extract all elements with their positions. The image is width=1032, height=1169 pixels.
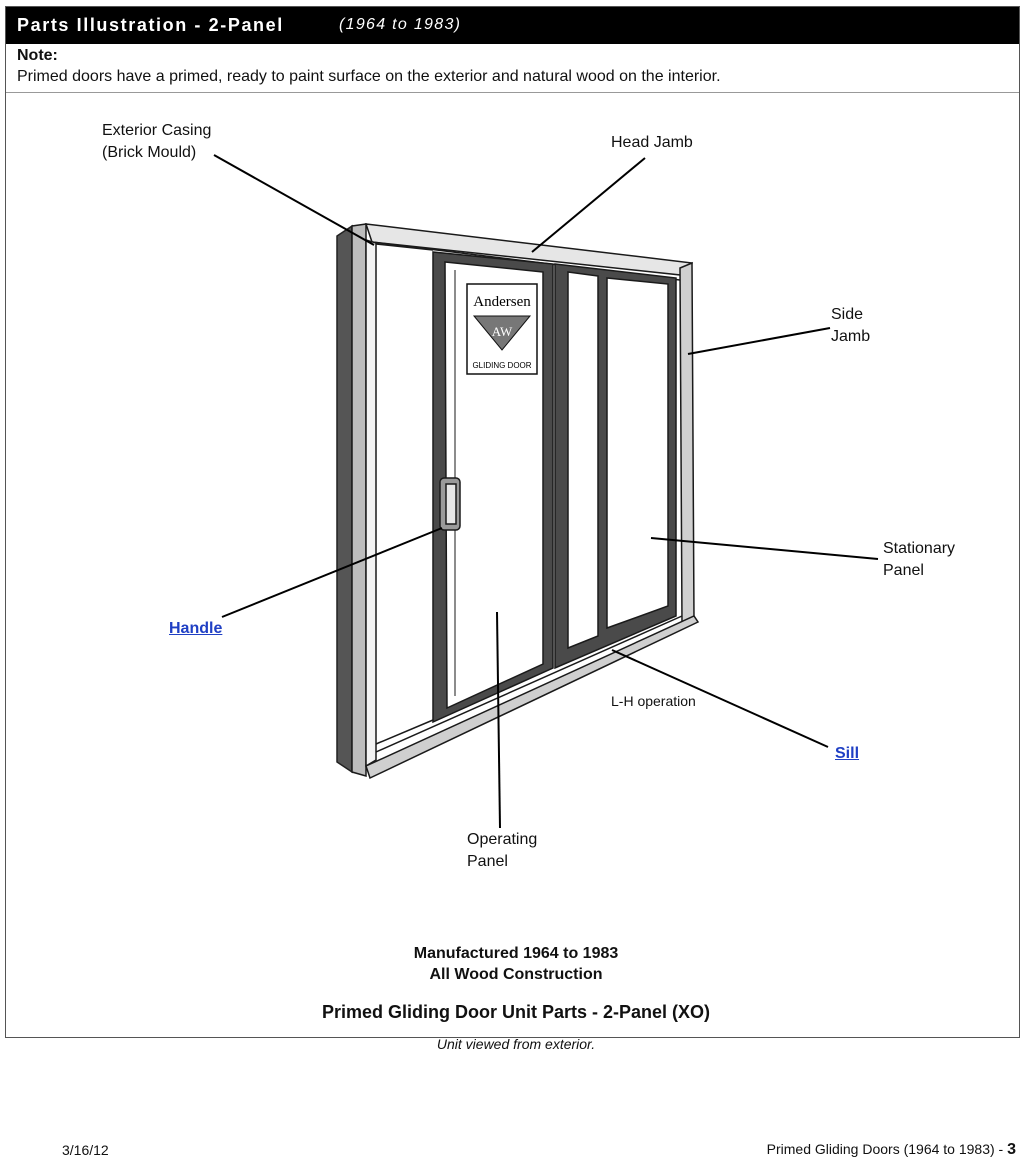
leader-handle [221,527,443,618]
label-operating-panel: Operating Panel [467,831,538,870]
page-title-years: (1964 to 1983) [339,16,462,33]
sill-link[interactable]: Sill [835,745,860,762]
side-jamb-shape [679,261,695,626]
sill-shape [365,615,700,780]
footer-doc-info: Primed Gliding Doors (1964 to 1983) - 3 [767,1141,1016,1159]
note-divider [6,92,1019,93]
casing-left-edge [336,224,353,774]
leader-exterior-casing [213,154,375,246]
caption-manufactured: Manufactured 1964 to 1983 [413,945,619,962]
leader-head-jamb [531,157,646,253]
casing-left-face [351,223,367,777]
footer-doc-title: Primed Gliding Doors (1964 to 1983) - [766,1141,1008,1157]
caption-title: Primed Gliding Door Unit Parts - 2-Panel… [321,1002,711,1022]
note-label: Note: [17,47,58,64]
footer-page-number: 3 [1007,1141,1016,1158]
handle-link[interactable]: Handle [169,620,223,637]
footer-date: 3/16/12 [62,1142,109,1158]
note-text: Primed doors have a primed, ready to pai… [17,68,721,85]
label-side-jamb: Side Jamb [831,306,871,345]
label-head-jamb: Head Jamb [611,134,693,151]
title-bar: Parts Illustration - 2-Panel (1964 to 19… [6,7,1019,44]
label-stationary-panel: Stationary Panel [883,540,956,579]
stationary-panel-glass [606,277,669,630]
andersen-badge: Andersen AW GLIDING DOOR [466,283,538,375]
leader-sill [611,649,829,748]
leader-stationary-panel [650,537,879,560]
left-jamb-shape [365,238,377,768]
badge-mark: AW [492,324,513,339]
leader-operating-panel [496,611,501,829]
page-frame [5,6,1020,1038]
leader-side-jamb [687,327,831,355]
caption-viewed: Unit viewed from exterior. [436,1036,596,1052]
badge-brand: Andersen [473,294,531,310]
caption-construction: All Wood Construction [429,966,603,983]
label-exterior-casing: Exterior Casing (Brick Mould) [102,122,212,161]
page-title: Parts Illustration - 2-Panel [17,15,284,35]
badge-product: GLIDING DOOR [472,361,531,370]
label-operation: L-H operation [611,693,696,709]
